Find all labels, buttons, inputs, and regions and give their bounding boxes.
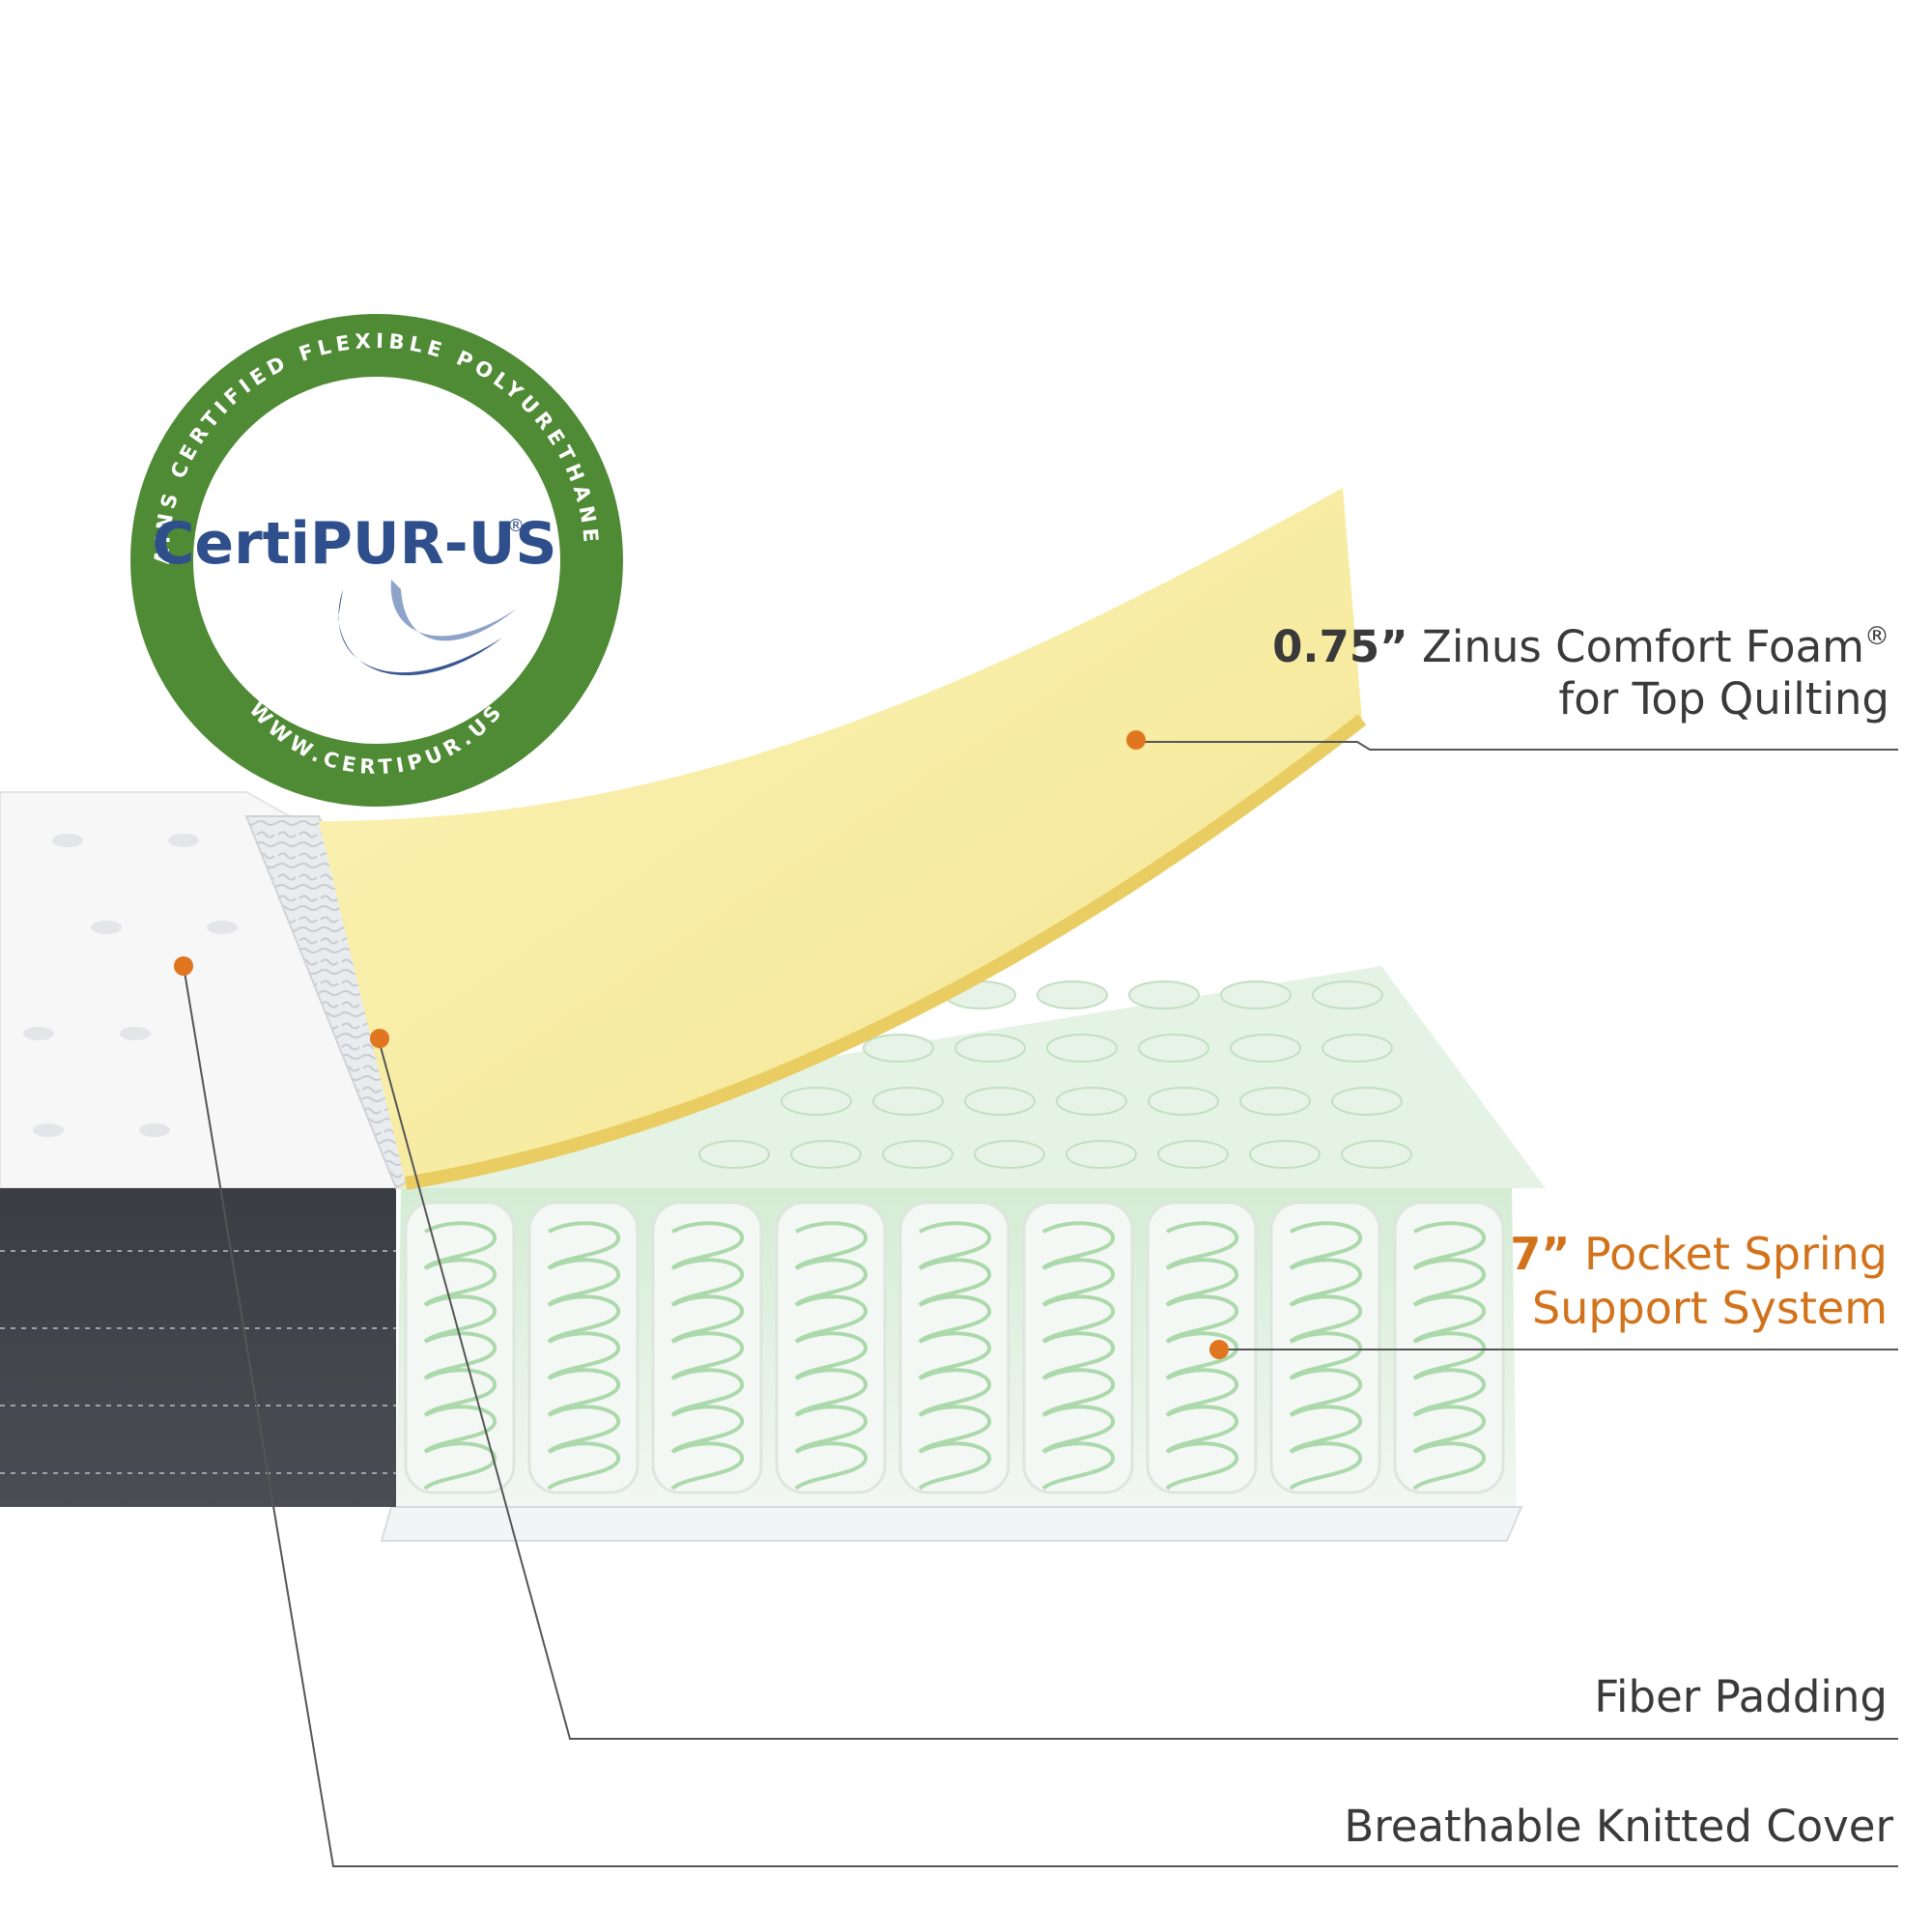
quilt-dimple — [139, 1123, 170, 1137]
spring-top — [882, 1140, 953, 1169]
spring-top — [1341, 1140, 1412, 1169]
spring-top — [1037, 980, 1108, 1009]
spring-coil — [1041, 1221, 1115, 1491]
dot-cover — [174, 956, 193, 976]
spring-top — [1230, 1034, 1301, 1063]
seal-registered-mark: ® — [507, 516, 525, 536]
spring-coil — [547, 1221, 620, 1491]
quilt-dimple — [23, 1027, 54, 1040]
spring-top — [1138, 1034, 1209, 1063]
spring-height: 7” — [1510, 1228, 1571, 1280]
seal-brand: CertiPUR-US — [152, 510, 556, 578]
quilt-dimple — [52, 834, 83, 847]
callout-fiber-padding: Fiber Padding — [1594, 1671, 1888, 1723]
spring-coil — [794, 1221, 867, 1491]
dot-spring — [1209, 1340, 1229, 1359]
foam-thickness: 0.75” — [1272, 621, 1408, 672]
spring-top — [1239, 1087, 1311, 1116]
quilt-dimples — [23, 834, 238, 1137]
spring-coil — [423, 1221, 497, 1491]
spring-top — [1148, 1087, 1219, 1116]
spring-pocket — [1393, 1201, 1505, 1494]
spring-pocket — [651, 1201, 763, 1494]
spring-pocket — [1022, 1201, 1134, 1494]
spring-top — [1220, 980, 1292, 1009]
spring-top — [974, 1140, 1045, 1169]
spring-pocket — [1146, 1201, 1258, 1494]
spring-top — [1249, 1140, 1321, 1169]
spring-top — [1312, 980, 1383, 1009]
certipur-seal: CONTAINS CERTIFIED FLEXIBLE POLYURETHANE… — [0, 0, 628, 811]
callout-knitted-cover: Breathable Knitted Cover — [1344, 1801, 1893, 1853]
leader-line-fiber — [379, 1042, 1898, 1740]
spring-top — [1056, 1087, 1127, 1116]
fiber-title: Fiber Padding — [1594, 1671, 1888, 1722]
spring-pocket — [527, 1201, 639, 1494]
quilt-dimple — [91, 921, 122, 934]
foam-registered-mark: ® — [1864, 622, 1889, 651]
comfort-foam-sheet — [319, 488, 1367, 1190]
quilt-dimple — [207, 921, 238, 934]
spring-pocket — [898, 1201, 1010, 1494]
spring-top — [1157, 1140, 1229, 1169]
dot-fiber — [370, 1029, 389, 1048]
quilt-dimple — [168, 834, 199, 847]
leader-line-cover — [183, 965, 1898, 1867]
foam-subtitle: for Top Quilting — [1558, 673, 1889, 724]
pocket-spring-core — [380, 966, 1546, 1542]
spring-top — [781, 1087, 852, 1116]
spring-top — [790, 1140, 862, 1169]
dark-side-panel — [0, 1188, 396, 1507]
spring-pocket — [404, 1201, 516, 1494]
spring-top — [1046, 1034, 1118, 1063]
spring-top — [1128, 980, 1200, 1009]
spring-top — [863, 1034, 934, 1063]
callout-pocket-spring: 7” Pocket Spring Support System — [1510, 1227, 1888, 1335]
spring-top — [1065, 1140, 1137, 1169]
foam-title: Zinus Comfort Foam — [1407, 621, 1864, 672]
callout-comfort-foam: 0.75” Zinus Comfort Foam® for Top Quilti… — [1272, 611, 1889, 725]
dot-foam — [1126, 730, 1146, 750]
cover-title: Breathable Knitted Cover — [1344, 1801, 1893, 1852]
quilt-dimple — [120, 1027, 151, 1040]
spring-top — [698, 1140, 770, 1169]
spring-subtitle: Support System — [1532, 1282, 1888, 1334]
spring-title: Pocket Spring — [1570, 1228, 1888, 1280]
leader-lines — [183, 741, 1898, 1867]
spring-coil — [918, 1221, 991, 1491]
spring-coil — [670, 1221, 744, 1491]
spring-pocket — [1269, 1201, 1381, 1494]
quilt-dimple — [33, 1123, 64, 1137]
spring-pocket — [775, 1201, 887, 1494]
spring-top — [1321, 1034, 1393, 1063]
spring-top — [872, 1087, 944, 1116]
spring-columns — [404, 980, 1505, 1494]
stitch-lines — [0, 1250, 396, 1474]
spring-top — [1331, 1087, 1403, 1116]
leader-line-foam — [1140, 741, 1898, 751]
callout-dots — [174, 730, 1229, 1359]
spring-top — [964, 1087, 1036, 1116]
spring-top — [954, 1034, 1026, 1063]
